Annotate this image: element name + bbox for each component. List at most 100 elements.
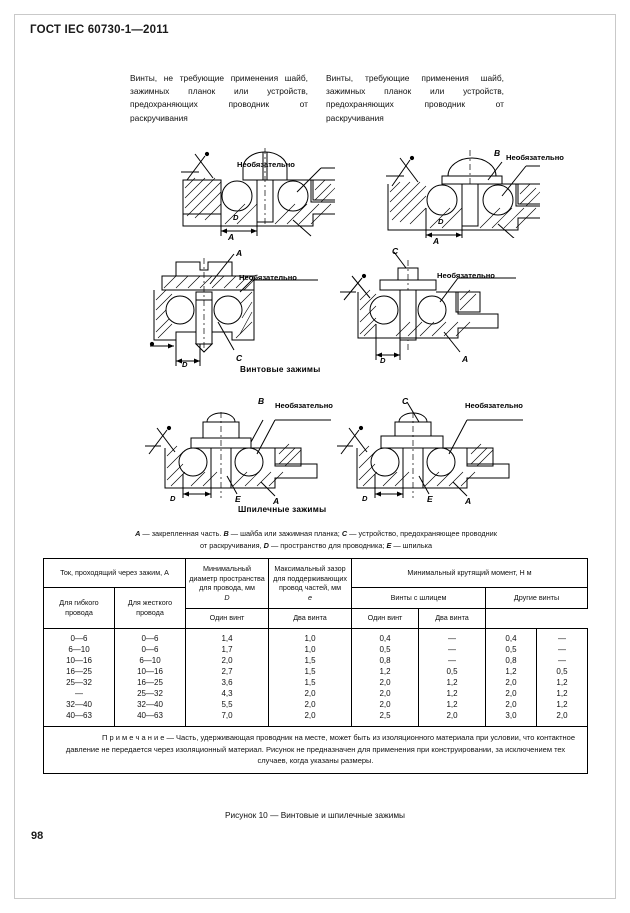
table-note: П р и м е ч а н и е — Часть, удерживающа…: [43, 726, 588, 774]
label-b-2: B: [258, 396, 265, 406]
cell-s1: 0,4: [351, 628, 419, 645]
intro-left-text: Винты, не требующие применения шайб, заж…: [130, 73, 308, 123]
cell-s2: —: [418, 645, 486, 656]
cell-s1: 2,0: [351, 678, 419, 689]
th-flexible: Для гибкого провода: [43, 587, 115, 629]
table-row: 25—32 16—25 3,6 1,5 2,0 1,2 2,0 1,2: [43, 678, 589, 689]
cell-o1: 0,8: [485, 656, 537, 667]
cell-o2: 0,5: [535, 667, 589, 678]
table-row: 16—25 10—16 2,7 1,5 1,2 0,5 1,2 0,5: [43, 667, 589, 678]
cell-o2: 2,0: [535, 711, 589, 727]
cell-d: 5,5: [185, 700, 269, 711]
cell-d: 2,0: [185, 656, 269, 667]
cell-s2: 1,2: [418, 678, 486, 689]
cell-o2: —: [535, 645, 589, 656]
table-row: 0—6 0—6 1,4 1,0 0,4 — 0,4 —: [43, 628, 589, 645]
cell-e: 2,0: [268, 689, 352, 700]
table-row: 10—16 6—10 2,0 1,5 0,8 — 0,8 —: [43, 656, 589, 667]
th-slotted: Винты с шлицем: [351, 587, 486, 609]
label-d-2: D: [438, 217, 444, 226]
th-max-gap-text: Максимальный зазор для поддерживающих пр…: [273, 564, 347, 593]
cell-s1: 2,0: [351, 700, 419, 711]
th-two-screws-other: Два винта: [418, 607, 486, 629]
legend-b-sym: B: [223, 529, 229, 538]
cell-rigid: 16—25: [114, 678, 186, 689]
cell-o1: 2,0: [485, 689, 537, 700]
cell-flexible: —: [43, 689, 115, 700]
diagram-screw-device-left: [149, 253, 318, 366]
cell-s1: 2,5: [351, 711, 419, 727]
cell-flexible: 10—16: [43, 656, 115, 667]
th-current-group: Ток, проходящий через зажим, А: [43, 558, 186, 588]
cell-e: 1,5: [268, 656, 352, 667]
cell-rigid: 40—63: [114, 711, 186, 727]
figure-area: Необязательно A D: [0, 120, 630, 520]
table-row: — 25—32 4,3 2,0 2,0 1,2 2,0 1,2: [43, 689, 589, 700]
cell-rigid: 25—32: [114, 689, 186, 700]
cell-flexible: 40—63: [43, 711, 115, 727]
label-d-6: D: [362, 494, 368, 503]
label-a-2: A: [433, 236, 440, 246]
label-d-3: D: [182, 360, 188, 369]
label-c-3: C: [402, 396, 409, 406]
page-border: [14, 14, 616, 899]
legend-b-text: — шайба или зажимная планка;: [228, 529, 342, 538]
label-d-5: D: [170, 494, 176, 503]
th-max-gap: Максимальный зазор для поддерживающих пр…: [268, 558, 352, 609]
th-min-diameter: Минимальный диаметр пространства для про…: [185, 558, 269, 609]
cell-o1: 1,2: [485, 667, 537, 678]
table-row: 32—40 32—40 5,5 2,0 2,0 1,2 2,0 1,2: [43, 700, 589, 711]
diagram-screw-with-washer: [386, 150, 540, 238]
cell-o2: 1,2: [535, 678, 589, 689]
th-torque-group: Минимальный крутящий момент, Н м: [351, 558, 588, 588]
cell-d: 2,7: [185, 667, 269, 678]
cell-d: 4,3: [185, 689, 269, 700]
standard-header: ГОСТ IEC 60730-1—2011: [30, 24, 169, 36]
legend-a-sym: A: [135, 529, 141, 538]
th-other: Другие винты: [485, 587, 588, 609]
label-optional-5: Необязательно: [275, 401, 333, 410]
legend-a-text: — закрепленная часть.: [140, 529, 224, 538]
cell-o1: 0,4: [485, 628, 537, 645]
cell-d: 1,7: [185, 645, 269, 656]
legend-line2-pre: от раскручивания,: [199, 540, 264, 550]
intro-right-text: Винты, требующие применения шайб, зажимн…: [326, 73, 504, 123]
section-label-stud-terminals: Шпилечные зажимы: [238, 505, 327, 514]
legend-d-sym: D: [263, 540, 269, 550]
label-optional-4: Необязательно: [437, 271, 495, 280]
label-a-4: A: [462, 354, 469, 364]
cell-d: 1,4: [185, 628, 269, 645]
diagram-stud-left: [145, 412, 331, 498]
cell-s2: —: [418, 656, 486, 667]
cell-s2: —: [418, 628, 486, 645]
cell-o1: 2,0: [485, 678, 537, 689]
th-two-screws-slotted: Два винта: [268, 607, 352, 629]
label-optional-3: Необязательно: [239, 273, 297, 282]
cell-o2: —: [535, 656, 589, 667]
figure-legend: A — закрепленная часть. B — шайба или за…: [60, 528, 572, 551]
diagram-screw-no-washer: [181, 148, 335, 237]
note-text: — Часть, удерживающая проводник на месте…: [65, 733, 576, 766]
cell-flexible: 6—10: [43, 645, 115, 656]
label-a-3: A: [236, 248, 243, 258]
label-d-4: D: [380, 356, 386, 365]
cell-flexible: 16—25: [43, 667, 115, 678]
label-c-1: C: [236, 353, 243, 363]
th-max-gap-sym: e: [308, 592, 312, 602]
cell-o2: 1,2: [535, 689, 589, 700]
cell-s1: 0,8: [351, 656, 419, 667]
label-b-1: B: [494, 148, 501, 158]
table-body: 0—6 0—6 1,4 1,0 0,4 — 0,4 — 6—10 0—6 1,7…: [43, 628, 589, 774]
diagram-stud-right: [337, 401, 523, 498]
th-rigid: Для жесткого провода: [114, 587, 186, 629]
cell-d: 7,0: [185, 711, 269, 727]
section-label-screw-terminals: Винтовые зажимы: [240, 365, 321, 374]
label-a-5: A: [273, 496, 280, 506]
cell-e: 2,0: [268, 711, 352, 727]
note-label: П р и м е ч а н и е: [101, 733, 165, 742]
cell-rigid: 10—16: [114, 667, 186, 678]
label-optional-1: Необязательно: [237, 160, 295, 169]
cell-e: 1,5: [268, 667, 352, 678]
cell-e: 1,5: [268, 678, 352, 689]
